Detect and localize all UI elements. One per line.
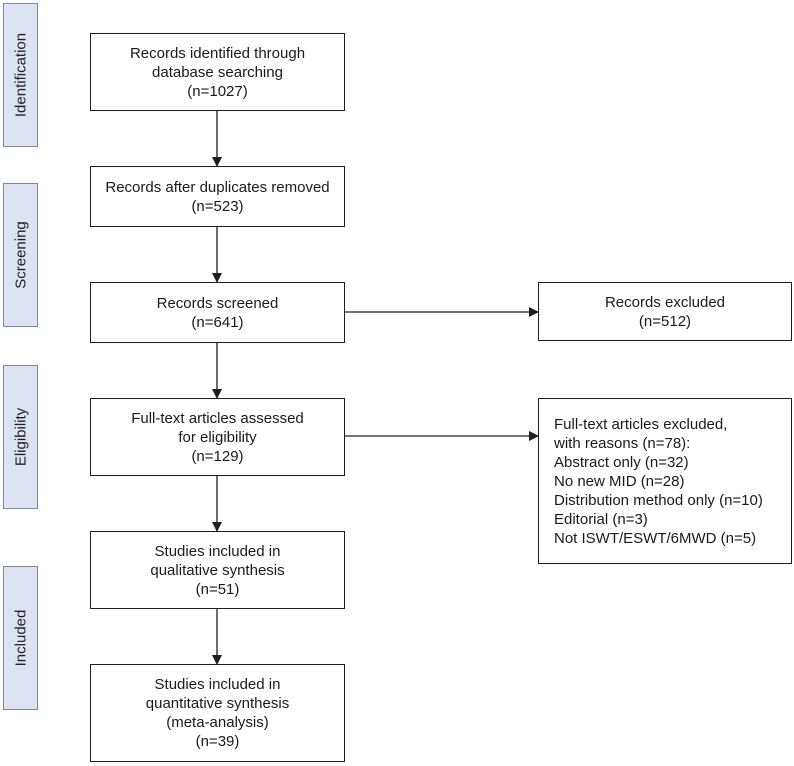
box-full-text-excluded-line-1: Full-text articles excluded, xyxy=(554,415,728,433)
box-qualitative-synthesis-line-2: qualitative synthesis xyxy=(150,561,285,579)
box-full-text-excluded-line-2: with reasons (n=78): xyxy=(554,434,691,452)
box-records-identified-line-1: Records identified through xyxy=(129,44,306,62)
box-full-text-excluded-line-7: Not ISWT/ESWT/6MWD (n=5) xyxy=(554,529,757,547)
box-full-text-assessed-line-3: (n=129) xyxy=(191,447,244,465)
box-duplicates-removed-line-1: Records after duplicates removed xyxy=(105,178,330,196)
box-records-screened: Records screened (n=641) xyxy=(90,282,345,343)
box-records-excluded: Records excluded (n=512) xyxy=(538,282,792,341)
phase-screening: Screening xyxy=(3,183,38,327)
phase-eligibility: Eligibility xyxy=(3,365,38,509)
box-full-text-excluded-line-4: No new MID (n=28) xyxy=(554,472,685,490)
box-qualitative-synthesis-line-1: Studies included in xyxy=(154,542,281,560)
box-full-text-assessed-line-2: for eligibility xyxy=(178,428,257,446)
box-qualitative-synthesis: Studies included in qualitative synthesi… xyxy=(90,531,345,609)
box-records-identified: Records identified through database sear… xyxy=(90,33,345,111)
box-full-text-assessed-line-1: Full-text articles assessed xyxy=(131,409,304,427)
box-quantitative-synthesis-line-3: (meta-analysis) xyxy=(166,714,269,731)
box-full-text-excluded-line-6: Editorial (n=3) xyxy=(554,510,648,528)
box-records-screened-line-1: Records screened xyxy=(156,294,279,312)
box-full-text-excluded-line-5: Distribution method only (n=10) xyxy=(554,491,763,509)
box-quantitative-synthesis-line-1: Studies included in xyxy=(154,676,281,693)
box-quantitative-synthesis-line-4: (n=39) xyxy=(195,733,240,750)
box-records-excluded-line-2: (n=512) xyxy=(638,312,692,330)
box-records-excluded-line-1: Records excluded xyxy=(604,293,726,311)
box-records-screened-line-2: (n=641) xyxy=(191,313,244,331)
box-records-identified-line-2: database searching xyxy=(152,63,283,81)
phase-included: Included xyxy=(3,566,38,710)
box-quantitative-synthesis-line-2: quantitative synthesis xyxy=(145,695,290,712)
box-duplicates-removed: Records after duplicates removed (n=523) xyxy=(90,166,345,227)
box-qualitative-synthesis-line-3: (n=51) xyxy=(195,580,240,598)
box-records-identified-line-3: (n=1027) xyxy=(187,82,248,100)
box-full-text-assessed: Full-text articles assessed for eligibil… xyxy=(90,398,345,476)
phase-identification: Identification xyxy=(3,3,38,147)
box-full-text-excluded: Full-text articles excluded, with reason… xyxy=(538,398,792,564)
box-full-text-excluded-line-3: Abstract only (n=32) xyxy=(554,453,689,471)
box-duplicates-removed-line-2: (n=523) xyxy=(191,197,244,215)
